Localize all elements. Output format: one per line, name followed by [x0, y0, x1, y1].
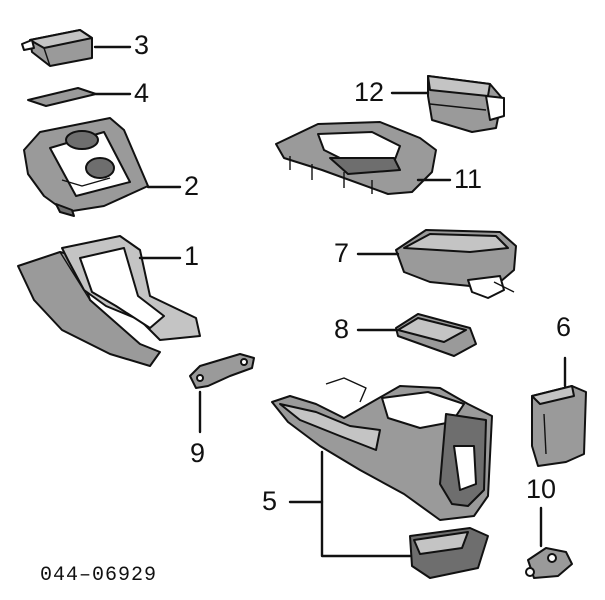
leader-5-bracket [320, 450, 412, 558]
callout-7: 7 [334, 238, 350, 268]
part-1-front-console [17, 235, 201, 367]
part-3-coin-box [21, 29, 93, 67]
callout-1: 1 [184, 241, 200, 271]
reference-code: 044–06929 [40, 564, 158, 587]
part-9-bracket [189, 353, 255, 389]
part-6-rear-cover [531, 385, 587, 467]
callout-4: 4 [134, 78, 150, 108]
callout-8: 8 [334, 314, 350, 344]
part-2-cup-holder-tray [23, 117, 149, 217]
part-12-box-insert [427, 75, 505, 133]
callout-6: 6 [556, 312, 572, 342]
part-4-mat [27, 87, 97, 107]
callout-5: 5 [262, 486, 278, 516]
callout-9: 9 [190, 438, 206, 468]
part-11-upper-panel [275, 121, 437, 195]
part-5-console-body [271, 377, 493, 579]
callout-2: 2 [184, 171, 200, 201]
callout-3: 3 [134, 30, 150, 60]
callout-11: 11 [454, 164, 483, 194]
part-10-clip [525, 547, 573, 579]
part-7-armrest-lid [395, 229, 517, 299]
part-8-lid-pad [395, 313, 477, 357]
callout-10: 10 [526, 474, 557, 504]
callout-12: 12 [354, 77, 385, 107]
